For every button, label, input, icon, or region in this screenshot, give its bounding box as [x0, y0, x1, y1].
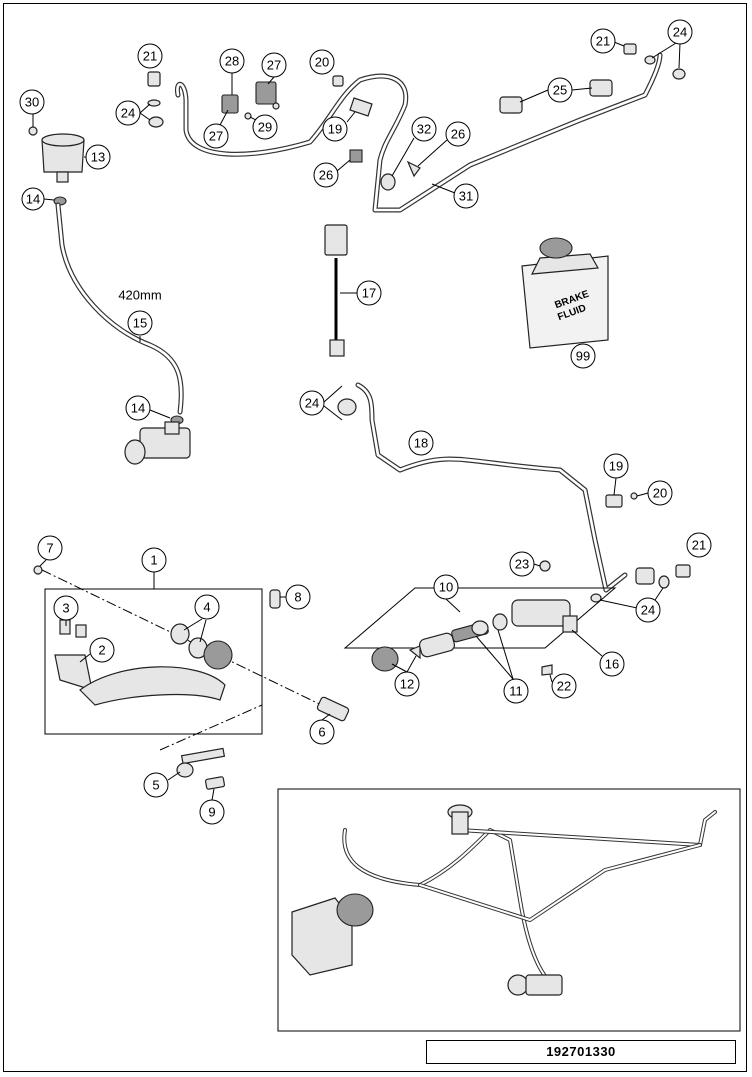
brake-pedal-kit: [33, 565, 350, 790]
callout-27b: 27: [203, 109, 229, 149]
callout-19b: 19: [603, 453, 629, 496]
callout-1-label: 1: [150, 553, 157, 568]
callout-31-label: 31: [459, 189, 473, 204]
callout-25: 25: [519, 77, 593, 103]
callout-19a-label: 19: [328, 122, 342, 137]
rear-brake-line-group: [337, 382, 691, 603]
callout-25-label: 25: [553, 83, 567, 98]
callout-20b: 20: [636, 480, 673, 506]
callout-28: 28: [219, 48, 245, 95]
callout-14a-label: 14: [26, 192, 40, 207]
callout-10-label: 10: [439, 580, 453, 595]
callout-4-label: 4: [203, 600, 210, 615]
callout-20b-label: 20: [653, 486, 667, 501]
master-cylinder-kit: [343, 560, 617, 676]
callout-14a: 14: [21, 187, 55, 211]
callout-16: 16: [571, 629, 625, 677]
callout-9: 9: [199, 788, 225, 825]
sensor-line-17: [324, 224, 348, 357]
callout-27a: 27: [261, 52, 287, 85]
callout-12-label: 12: [400, 677, 414, 692]
callout-17-label: 17: [362, 286, 376, 301]
callout-7-label: 7: [46, 541, 53, 556]
callout-24b-label: 24: [673, 25, 687, 40]
callout-21c-label: 21: [692, 538, 706, 553]
callout-26b: 26: [417, 121, 471, 167]
callout-32-label: 32: [417, 122, 431, 137]
hose-length-label: 420mm: [118, 288, 161, 303]
callout-27a-label: 27: [267, 58, 281, 73]
callout-32: 32: [391, 116, 437, 177]
callout-2-label: 2: [98, 643, 105, 658]
callout-16-label: 16: [605, 657, 619, 672]
callout-24d-label: 24: [641, 603, 655, 618]
callout-6-label: 6: [318, 725, 325, 740]
callouts: 30 13 14 15 14 21 24 28 27 27 29 20 19 2…: [19, 19, 712, 825]
callout-15: 15: [127, 310, 153, 342]
callout-5-label: 5: [152, 778, 159, 793]
callout-14b: 14: [125, 395, 171, 421]
front-brake-line-group: [147, 43, 686, 213]
callout-9-label: 9: [208, 805, 215, 820]
callout-20a: 20: [309, 49, 335, 75]
callout-21b: 21: [590, 28, 625, 54]
callout-19a: 19: [322, 111, 356, 142]
callout-28-label: 28: [225, 54, 239, 69]
callout-17: 17: [340, 280, 382, 306]
callout-20a-label: 20: [315, 55, 329, 70]
callout-21a: 21: [137, 43, 163, 69]
callout-10: 10: [433, 574, 461, 613]
callout-30-label: 30: [25, 95, 39, 110]
drawing-frame: [3, 3, 747, 1072]
callout-13: 13: [84, 144, 111, 170]
callout-26a: 26: [313, 159, 351, 188]
callout-14b-label: 14: [131, 401, 145, 416]
callout-8-label: 8: [294, 590, 301, 605]
callout-22-label: 22: [557, 679, 571, 694]
callout-30: 30: [19, 89, 45, 115]
callout-31: 31: [431, 183, 479, 209]
callout-24b: 24: [651, 19, 693, 69]
callout-11-label: 11: [509, 684, 523, 699]
callout-19b-label: 19: [609, 459, 623, 474]
callout-15-label: 15: [133, 316, 147, 331]
callout-2: 2: [79, 637, 115, 663]
callout-21c: 21: [686, 532, 712, 558]
callout-23-label: 23: [515, 557, 529, 572]
callout-12: 12: [391, 655, 420, 697]
callout-26b-label: 26: [451, 127, 465, 142]
callout-24a: 24: [115, 100, 151, 126]
callout-13-label: 13: [91, 150, 105, 165]
brake-fluid-bottle: BRAKE FLUID: [521, 237, 609, 349]
callout-29-label: 29: [258, 120, 272, 135]
callout-18: 18: [408, 430, 434, 456]
callout-4: 4: [183, 594, 220, 643]
callout-18-label: 18: [414, 436, 428, 451]
callout-24c-label: 24: [305, 396, 319, 411]
callout-21b-label: 21: [596, 34, 610, 49]
callout-1: 1: [141, 547, 167, 589]
callout-8: 8: [280, 584, 311, 610]
callout-24d: 24: [599, 587, 664, 623]
callout-21a-label: 21: [143, 49, 157, 64]
callout-6: 6: [309, 713, 335, 745]
callout-26a-label: 26: [319, 168, 333, 183]
callout-24a-label: 24: [121, 106, 135, 121]
overview-inset: [277, 788, 741, 1032]
callout-22: 22: [549, 673, 577, 699]
callout-27b-label: 27: [209, 129, 223, 144]
callout-5: 5: [143, 771, 181, 798]
callout-99: 99: [570, 343, 596, 369]
callout-23: 23: [509, 551, 541, 577]
callout-11: 11: [475, 629, 529, 704]
callout-29: 29: [249, 114, 278, 140]
callout-24c: 24: [299, 385, 343, 421]
document-id: 192701330: [426, 1040, 736, 1064]
callout-7: 7: [37, 535, 63, 567]
reservoir-assembly: 420mm: [28, 113, 191, 465]
callout-3: 3: [53, 595, 79, 626]
callout-99-label: 99: [576, 349, 590, 364]
callout-3-label: 3: [62, 601, 69, 616]
